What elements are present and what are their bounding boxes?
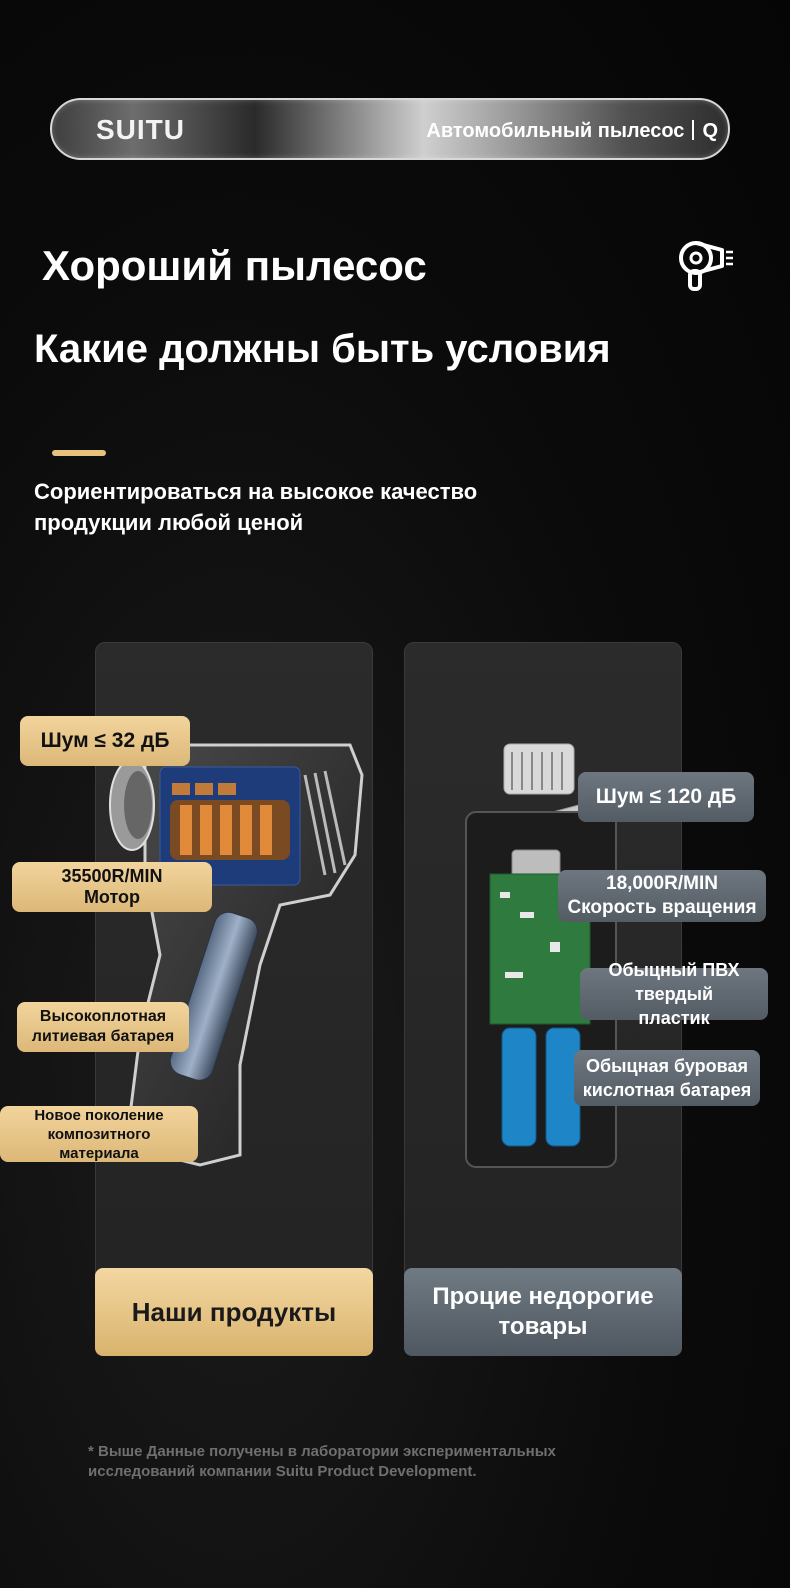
category-suffix: Q [702, 120, 718, 142]
lead-text: Сориентироваться на высокое качество про… [34, 479, 478, 535]
page-title: Хороший пылесос [42, 242, 427, 289]
page-subtitle: Какие должны быть условия [34, 327, 611, 371]
right-callout-plastic: Обыцный ПВХ твердый пластик [580, 960, 768, 1028]
brand-logo: SUITU [96, 114, 185, 145]
topbar-category: Автомобильный пылесос Q [426, 120, 718, 143]
other-products-label: Процие недорогие товары [404, 1268, 682, 1356]
vacuum-cutaway-image [109, 743, 364, 1167]
footnote: * Выше Данные получены в лаборатории экс… [88, 1443, 556, 1480]
left-callout-material: Новое поколение композитного материала [0, 1106, 198, 1162]
right-callout-battery: Обыцная буровая кислотная батарея [574, 1050, 760, 1106]
divider [692, 120, 695, 140]
top-bar [50, 98, 730, 160]
hair-dryer-icon [676, 238, 736, 294]
right-callout-rpm: 18,000R/MIN Скорость вращения [558, 870, 766, 922]
left-callout-noise: Шум ≤ 32 дБ [20, 716, 190, 766]
left-callout-battery: Высокоплотная литиевая батарея [17, 1002, 189, 1052]
left-callout-motor: 35500R/MIN Мотор [12, 862, 212, 912]
category-label: Автомобильный пылесос [426, 120, 685, 142]
accent-line [52, 450, 106, 456]
right-callout-noise: Шум ≤ 120 дБ [578, 772, 754, 822]
our-products-label: Наши продукты [95, 1268, 373, 1356]
